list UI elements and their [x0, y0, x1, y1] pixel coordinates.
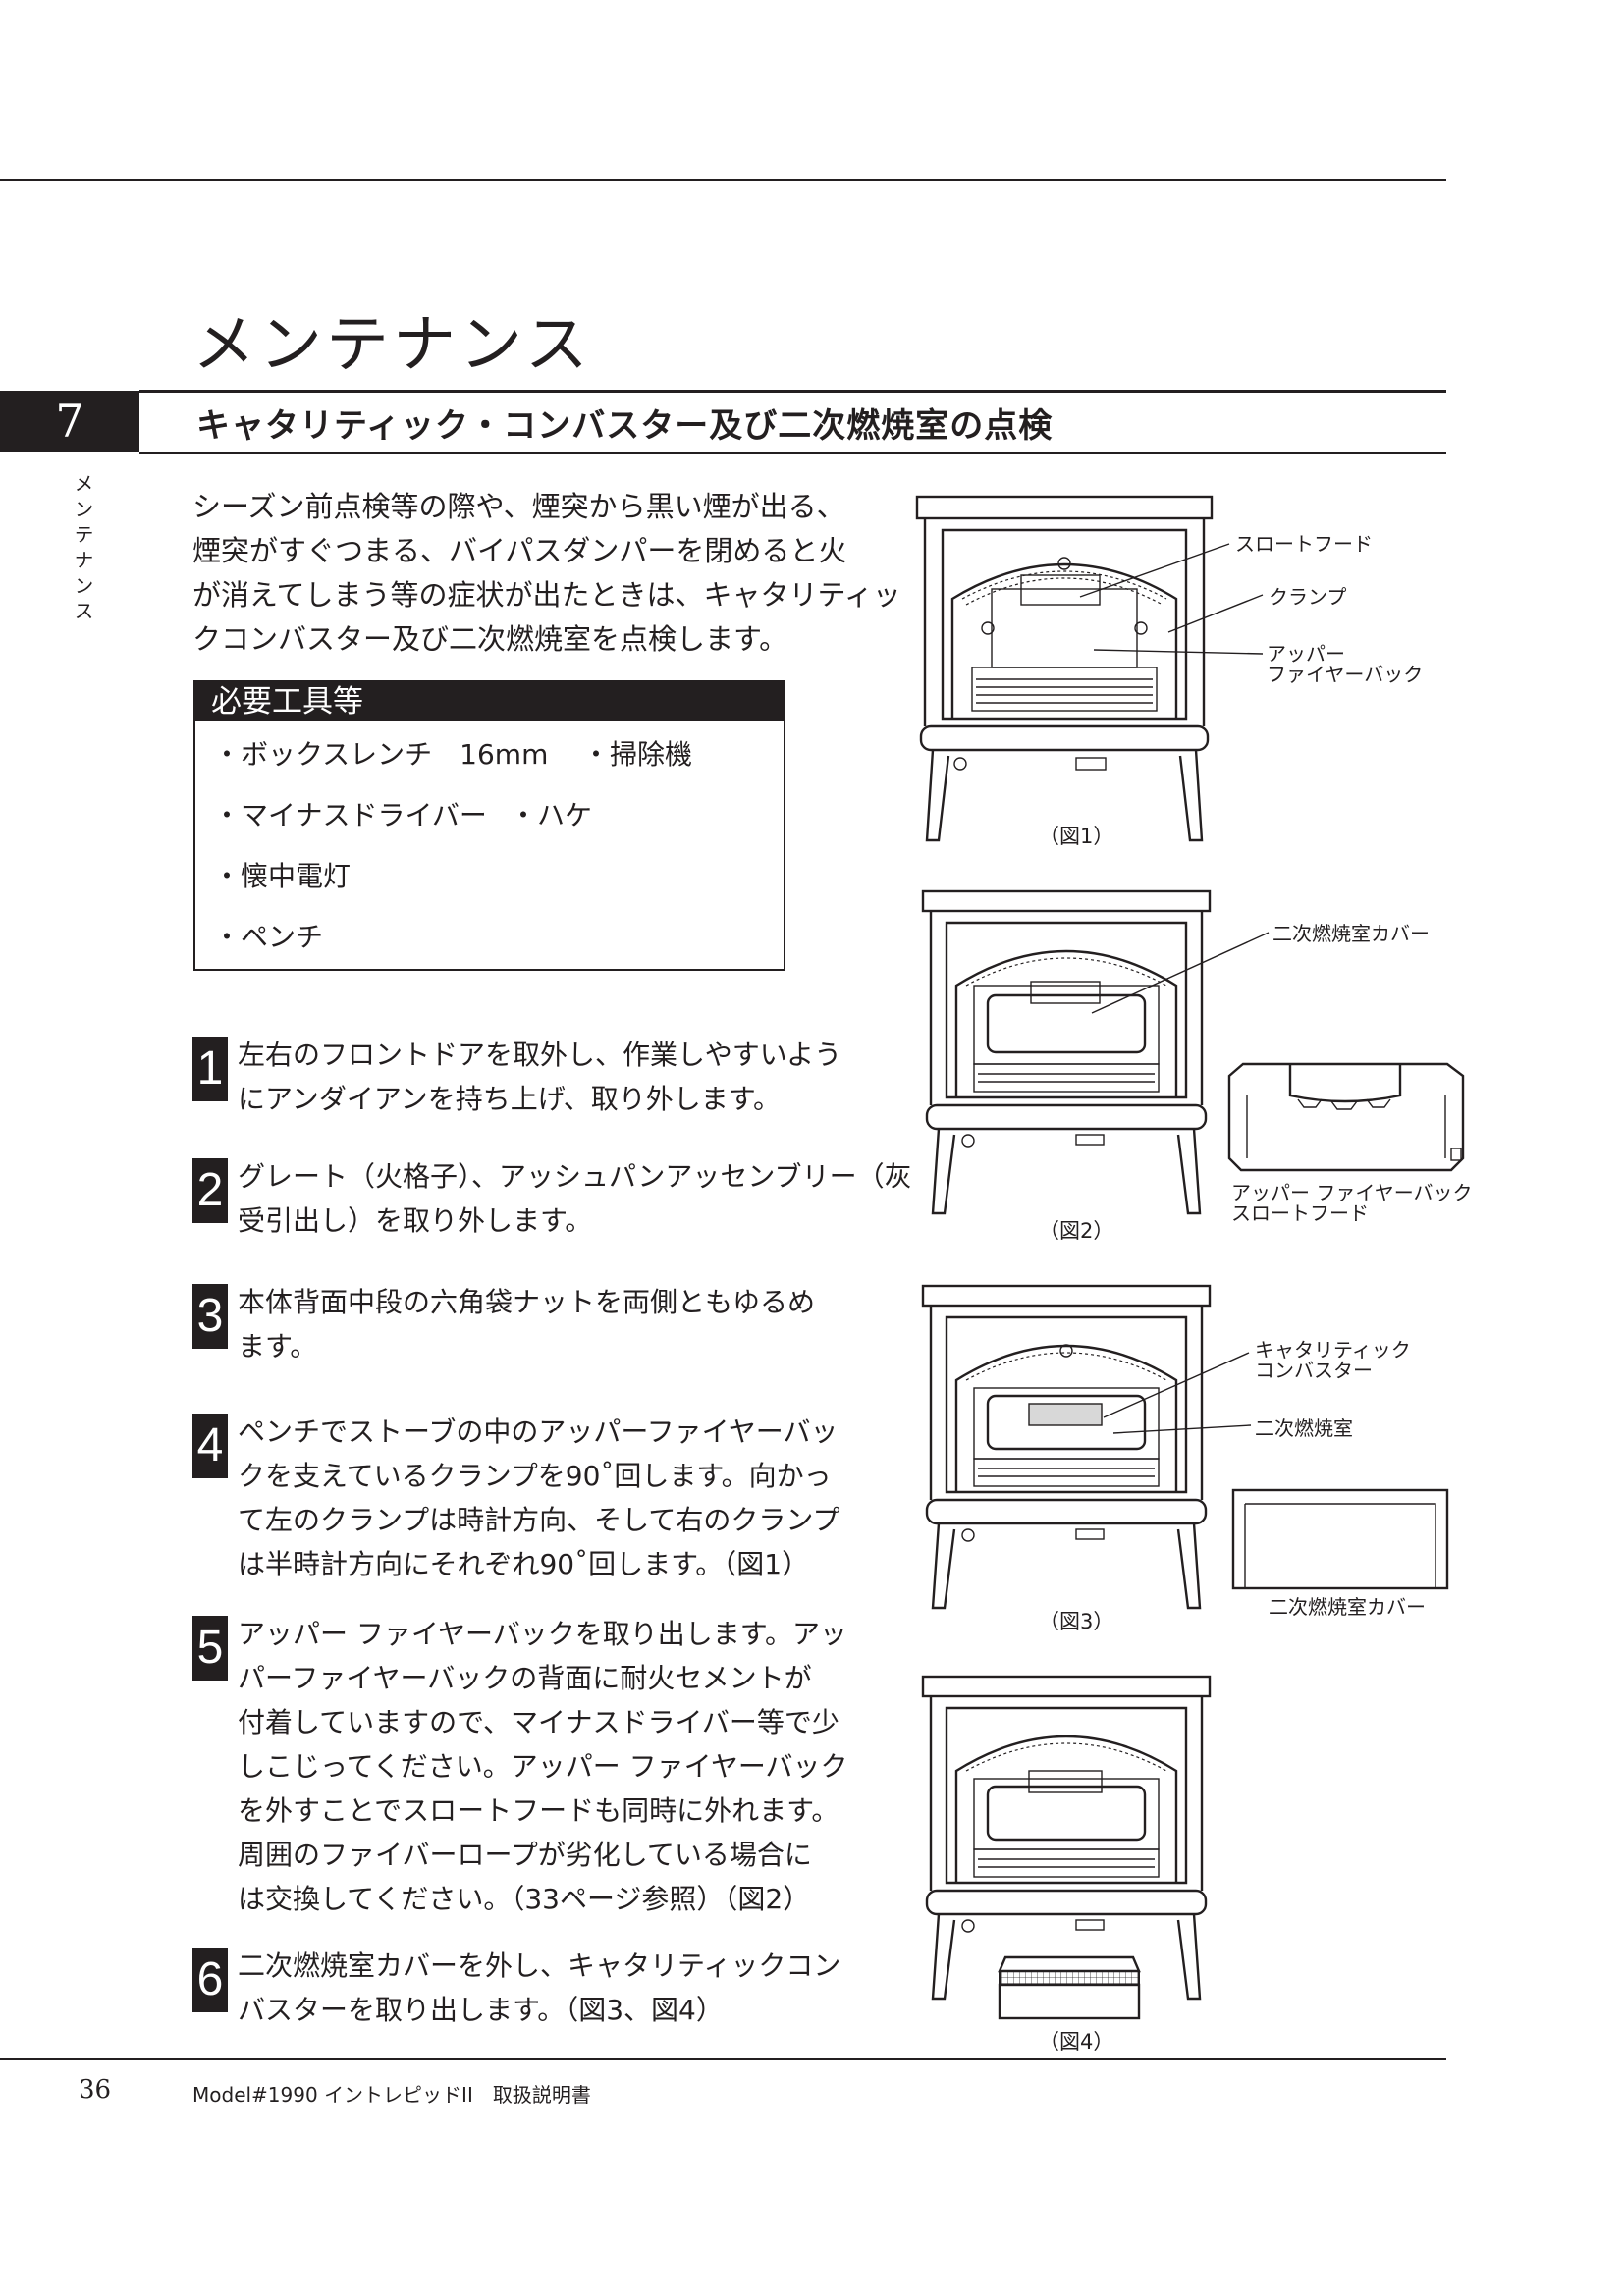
footer-text: Model#1990 イントレピッドII 取扱説明書 — [192, 2083, 591, 2107]
intro-line: 煙突がすぐつまる、バイパスダンパーを閉めると火 — [192, 534, 847, 567]
figure-caption: （図1） — [1039, 825, 1114, 848]
section-title: キャタリティック・コンバスター及び二次燃焼室の点検 — [196, 406, 1054, 446]
tools-box: 必要工具等 ・ボックスレンチ 16mm ・掃除機 ・マイナスドライバー・ハケ ・懐… — [193, 680, 785, 971]
step-line: 付着していますので、マイナスドライバー等で少 — [238, 1706, 839, 1738]
step-line: パーファイヤーバックの背面に耐火セメントが — [238, 1662, 812, 1694]
callout-lines-fig3 — [1103, 1352, 1252, 1434]
step-line: アッパー ファイヤーバックを取り出します。アッ — [238, 1618, 847, 1650]
step-text: グレート（火格子）、アッシュパンアッセンブリー（灰 受引出し）を取り外します。 — [238, 1154, 912, 1243]
step-number: 4 — [192, 1414, 228, 1478]
step-text: 二次燃焼室カバーを外し、キャタリティックコン バスターを取り出します。（図3、図… — [238, 1944, 840, 2032]
step-line: クを支えているクランプを90˚回します。向かっ — [238, 1460, 832, 1492]
stove-figure-4 — [921, 1675, 1212, 2001]
step-number: 1 — [192, 1037, 228, 1101]
tool-item: ・ボックスレンチ 16mm — [213, 738, 549, 771]
tool-item: ・ペンチ — [213, 921, 324, 953]
step-line: ます。 — [238, 1330, 318, 1362]
page-title: メンテナンス — [192, 309, 592, 382]
step-number: 2 — [192, 1158, 228, 1223]
intro-line: シーズン前点検等の際や、煙突から黒い煙が出る、 — [192, 490, 845, 523]
step-line: 二次燃焼室カバーを外し、キャタリティックコン — [238, 1949, 841, 1982]
tools-row: ・ペンチ — [213, 916, 323, 955]
section-rule-bottom — [139, 452, 1446, 454]
tools-heading: 必要工具等 — [195, 682, 784, 721]
step-line: は交換してください。（33ページ参照）（図2） — [238, 1883, 811, 1915]
figure-caption: （図4） — [1039, 2030, 1114, 2054]
label-throat-hood: スロートフード — [1235, 532, 1373, 556]
label-secondary-chamber: 二次燃焼室 — [1255, 1416, 1353, 1440]
side-label: メンテナンス — [71, 473, 94, 626]
tool-item: ・マイナスドライバー — [213, 799, 487, 831]
tool-item: ・懐中電灯 — [213, 860, 352, 892]
step-line: ペンチでストーブの中のアッパーファイヤーバッ — [238, 1415, 839, 1448]
section-number: 7 — [0, 391, 139, 452]
tools-row: ・ボックスレンチ 16mm ・掃除機 — [213, 733, 692, 773]
bottom-rule — [0, 2058, 1446, 2060]
intro-line: が消えてしまう等の症状が出たときは、キャタリティッ — [192, 578, 901, 612]
step-text: 本体背面中段の六角袋ナットを両側ともゆるめ ます。 — [238, 1280, 815, 1368]
catalytic-combustor-drawing — [998, 1955, 1141, 2020]
step-line: は半時計方向にそれぞれ90˚回します。（図1） — [238, 1548, 810, 1580]
tool-item: ・掃除機 — [582, 738, 693, 771]
step-line: 周囲のファイバーロープが劣化している場合に — [238, 1839, 812, 1871]
stove-figure-2 — [921, 889, 1212, 1215]
callout-line-fig2 — [1091, 932, 1270, 1014]
step-line: にアンダイアンを持ち上げ、取り外します。 — [238, 1083, 782, 1115]
step-line: 本体背面中段の六角袋ナットを両側ともゆるめ — [238, 1286, 816, 1318]
step-number: 3 — [192, 1284, 228, 1349]
stove-figure-3 — [921, 1284, 1212, 1610]
label-catalytic-combustor: コンバスター — [1255, 1359, 1373, 1382]
label-upper-fireback: アッパー — [1267, 642, 1345, 666]
label-upper-fireback-part: アッパー ファイヤーバック — [1231, 1181, 1473, 1204]
label-throat-hood-part: スロートフード — [1231, 1201, 1369, 1225]
step-line: 受引出し）を取り外します。 — [238, 1204, 593, 1237]
intro-text: シーズン前点検等の際や、煙突から黒い煙が出る、 煙突がすぐつまる、バイパスダンパ… — [192, 485, 901, 662]
step-line: て左のクランプは時計方向、そして右のクランプ — [238, 1504, 840, 1536]
callout-lines-fig1 — [1079, 543, 1264, 655]
label-secondary-chamber-cover: 二次燃焼室カバー — [1272, 922, 1430, 945]
step-text: ペンチでストーブの中のアッパーファイヤーバッ クを支えているクランプを90˚回し… — [238, 1410, 839, 1586]
section-rule-top — [139, 390, 1446, 393]
step-number: 5 — [192, 1616, 228, 1681]
step-line: グレート（火格子）、アッシュパンアッセンブリー（灰 — [238, 1160, 912, 1193]
chamber-cover-drawing — [1231, 1488, 1449, 1590]
tool-item: ・ハケ — [510, 799, 593, 831]
step-number: 6 — [192, 1948, 228, 2012]
label-upper-fireback: ファイヤーバック — [1267, 663, 1424, 686]
top-rule — [0, 179, 1446, 181]
fireback-part-drawing — [1227, 1062, 1465, 1172]
label-catalytic-combustor: キャタリティック — [1255, 1338, 1411, 1362]
intro-line: クコンバスター及び二次燃焼室を点検します。 — [192, 622, 788, 656]
label-clamp: クランプ — [1269, 585, 1347, 609]
step-text: 左右のフロントドアを取外し、作業しやすいよう にアンダイアンを持ち上げ、取り外し… — [238, 1033, 841, 1121]
label-secondary-chamber-cover: 二次燃焼室カバー — [1269, 1595, 1426, 1619]
figure-caption: （図3） — [1039, 1610, 1114, 1633]
page-number: 36 — [79, 2075, 112, 2105]
step-text: アッパー ファイヤーバックを取り出します。アッ パーファイヤーバックの背面に耐火… — [238, 1612, 848, 1921]
step-line: 左右のフロントドアを取外し、作業しやすいよう — [238, 1039, 842, 1071]
tools-row: ・マイナスドライバー・ハケ — [213, 794, 592, 833]
step-line: しこじってください。アッパー ファイヤーバック — [238, 1750, 848, 1783]
tools-row: ・懐中電灯 — [213, 855, 351, 894]
figure-caption: （図2） — [1039, 1219, 1114, 1243]
step-line: を外すことでスロートフードも同時に外れます。 — [238, 1794, 839, 1827]
step-line: バスターを取り出します。（図3、図4） — [238, 1994, 724, 2026]
